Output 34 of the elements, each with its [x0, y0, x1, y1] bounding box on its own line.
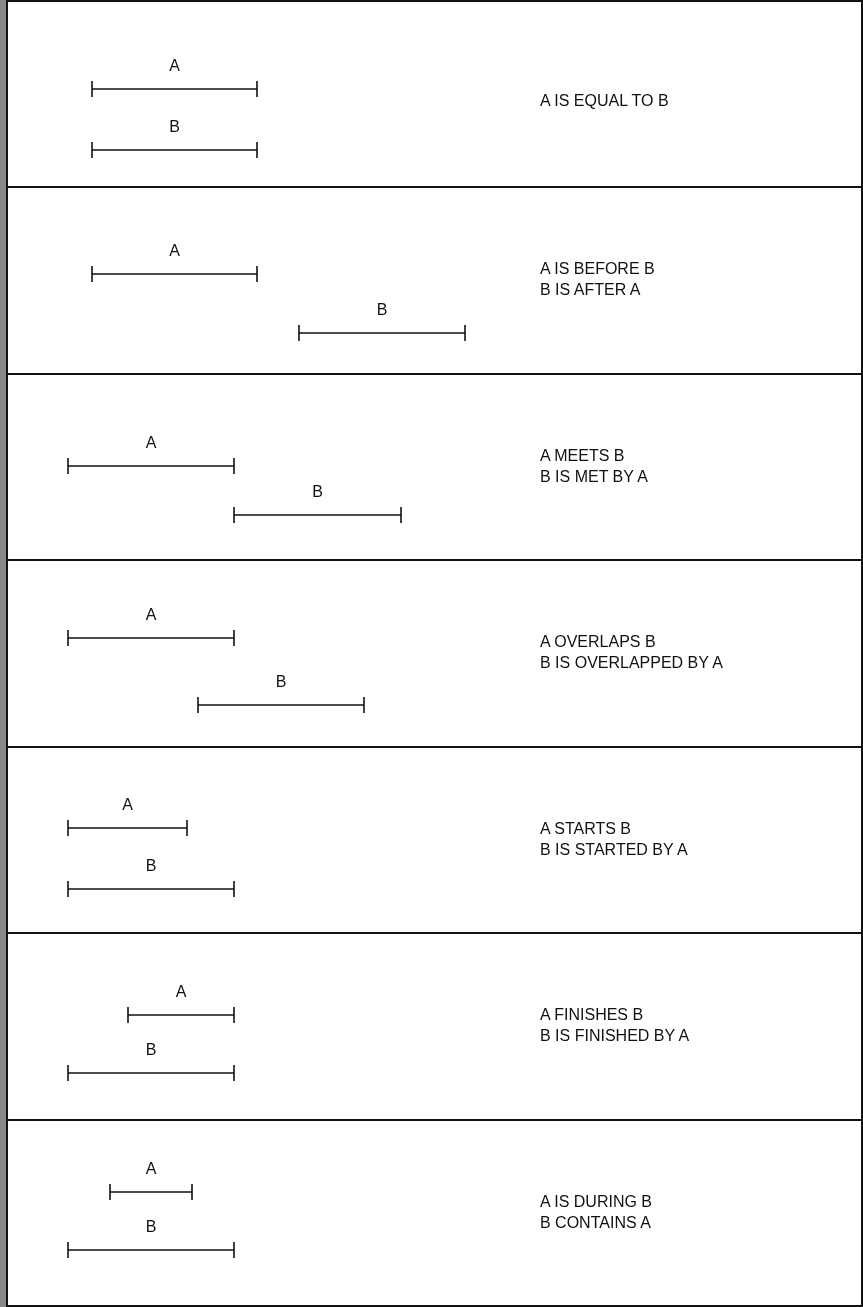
relation-text: A STARTS B [540, 818, 632, 839]
interval-label: A [169, 57, 180, 75]
relation-text: A IS DURING B [540, 1191, 653, 1212]
interval-label: B [145, 1217, 157, 1236]
relation-text: B IS STARTED BY A [540, 839, 688, 860]
relation-panel [6, 0, 863, 188]
relation-panel [6, 560, 863, 747]
relation-panel [6, 746, 863, 934]
relation-text: B IS AFTER A [540, 280, 642, 301]
interval-label: A [145, 606, 157, 625]
interval-label: B [145, 1041, 157, 1060]
relation-panel [6, 187, 863, 374]
interval-label: A [175, 983, 187, 1002]
relation-text: B IS FINISHED BY A [540, 1026, 690, 1047]
relation-text: A IS EQUAL TO B [540, 91, 669, 111]
relation-panel [6, 373, 863, 561]
relation-text: B IS OVERLAPPED BY A [540, 653, 723, 674]
relation-text: B IS MET BY A [540, 466, 648, 487]
interval-label: A [145, 433, 157, 452]
interval-label: B [275, 673, 287, 692]
interval-label: B [312, 482, 323, 501]
relation-text: B CONTAINS A [540, 1212, 652, 1233]
relation-text: A FINISHES B [540, 1005, 645, 1026]
interval-label: A [145, 1159, 157, 1178]
interval-label: A [169, 242, 180, 261]
interval-label: B [376, 301, 388, 320]
relation-text: A MEETS B [540, 445, 626, 466]
relation-panel [6, 1119, 863, 1307]
relation-panel [6, 933, 863, 1120]
relation-text: A IS BEFORE B [540, 259, 655, 280]
interval-label: B [169, 118, 180, 136]
relation-text: A OVERLAPS B [540, 632, 657, 653]
interval-label: B [145, 856, 157, 875]
interval-label: A [122, 795, 133, 814]
